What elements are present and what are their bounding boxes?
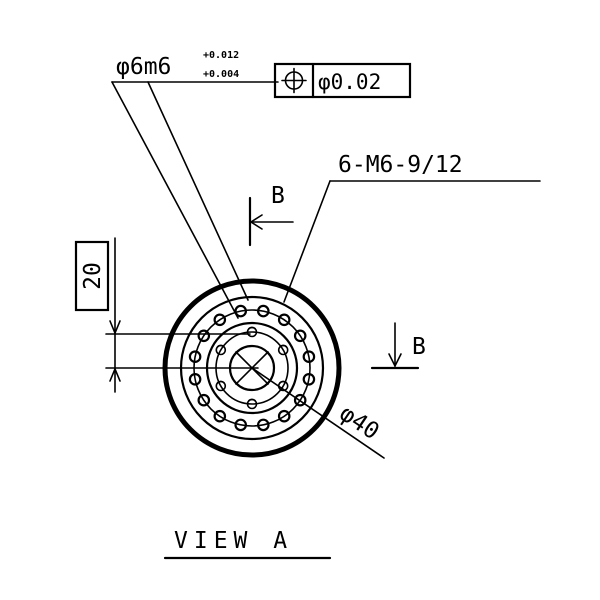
diameter-leader-line — [251, 367, 385, 459]
flange-outer-rim — [162, 278, 342, 458]
section-label-right: B — [412, 334, 426, 360]
depth-arrowhead-bottom — [109, 366, 121, 382]
bolt-hole — [277, 409, 291, 423]
fit-leader-line-1 — [111, 81, 239, 319]
flange-pilot-ring — [215, 331, 289, 405]
tapped-holes — [215, 326, 289, 410]
outer-diameter-dimension: φ40 — [251, 367, 385, 459]
bolt-hole — [213, 313, 227, 327]
bolt-hole — [293, 329, 307, 343]
bolt-hole — [256, 304, 270, 318]
section-arrowhead-right — [388, 353, 402, 368]
fit-lower-deviation: +0.004 — [203, 69, 239, 80]
section-arrow-right: B — [370, 322, 426, 370]
bolt-hole — [302, 350, 316, 363]
bolt-hole — [256, 418, 270, 432]
position-tolerance-value: φ0.02 — [318, 70, 381, 94]
fit-tolerance-callout: φ6m6 +0.012 +0.004 — [111, 50, 279, 319]
bolt-hole — [234, 418, 247, 432]
section-arrow-top: B — [248, 183, 294, 247]
flange-bolt-ring-outer — [179, 295, 325, 441]
tapped-hole — [246, 326, 258, 338]
tapped-hole — [277, 344, 289, 356]
view-title-label: VIEW A — [174, 528, 293, 554]
bolt-hole — [277, 313, 291, 327]
tapped-hole — [215, 380, 227, 392]
depth-dimension: 20 — [74, 237, 259, 393]
position-symbol-icon — [281, 67, 307, 94]
section-label-top: B — [271, 183, 285, 209]
flange-inner-ring — [205, 321, 299, 415]
flange-view — [162, 278, 342, 458]
tapped-hole — [215, 344, 227, 356]
bolt-hole — [188, 372, 202, 386]
depth-dimension-value: 20 — [80, 262, 106, 290]
flange-pitch-circle — [193, 309, 311, 427]
fit-diameter-label: φ6m6 — [116, 54, 171, 80]
position-tolerance-frame: φ0.02 — [273, 62, 412, 99]
outer-diameter-label: φ40 — [335, 400, 384, 445]
bolt-hole — [188, 350, 202, 363]
bolt-hole — [197, 393, 211, 407]
bolt-hole — [197, 329, 211, 343]
view-title: VIEW A — [163, 528, 332, 560]
depth-arrowhead-top — [109, 320, 121, 336]
depth-dimension-box — [74, 240, 110, 312]
thread-leader-line — [283, 180, 331, 303]
bolt-hole — [234, 304, 247, 318]
bolt-hole — [293, 393, 307, 407]
thread-callout-label: 6-M6-9/12 — [338, 152, 463, 178]
tolerance-frame-box — [273, 62, 412, 99]
bolt-holes — [188, 304, 316, 432]
section-arrowhead-top — [249, 214, 263, 230]
bolt-hole — [213, 409, 227, 423]
thread-callout: 6-M6-9/12 — [283, 152, 541, 303]
flange-center-bore — [228, 344, 276, 392]
tapped-hole — [246, 398, 258, 410]
fit-leader-line-2 — [147, 81, 249, 301]
fit-upper-deviation: +0.012 — [203, 50, 239, 61]
bolt-hole — [302, 372, 316, 386]
